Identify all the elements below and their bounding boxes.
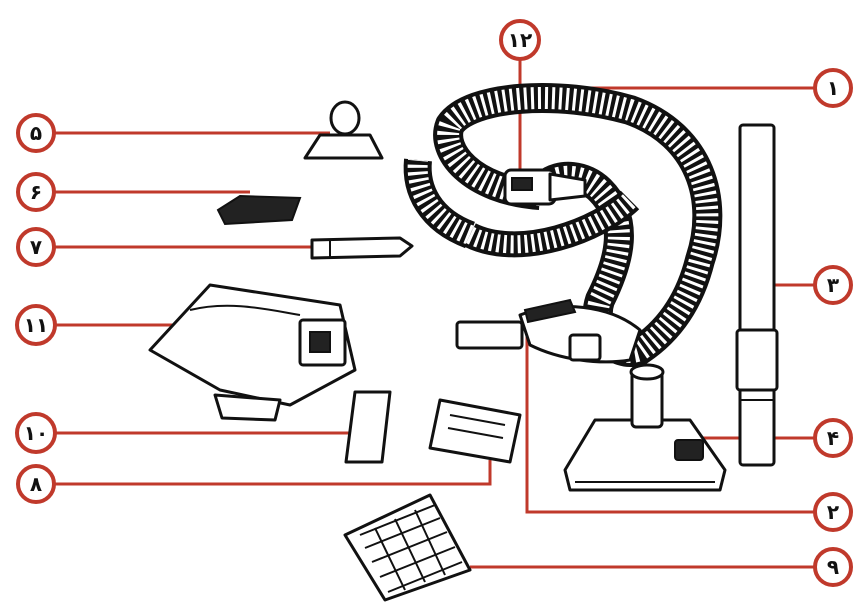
extension-tube-drawing — [737, 125, 777, 465]
callout-7: ٧ — [18, 229, 54, 265]
callout-3-label: ٣ — [827, 273, 839, 297]
callout-1-label: ١ — [827, 76, 839, 100]
filter-drawing — [346, 392, 390, 462]
callout-4-label: ۴ — [827, 426, 839, 450]
callout-11-label: ١١ — [24, 313, 48, 337]
callout-12: ١٢ — [501, 21, 539, 59]
filter-pad-drawing — [430, 400, 520, 462]
callout-8-label: ٨ — [30, 472, 42, 496]
exhaust-filter-drawing — [345, 495, 470, 600]
dust-bag-drawing — [150, 285, 355, 420]
brush-drawing — [218, 196, 300, 224]
upholstery-nozzle-drawing — [305, 102, 382, 158]
callout-12-label: ١٢ — [508, 28, 532, 52]
floor-nozzle-drawing — [565, 365, 725, 490]
callout-5-label: ۵ — [30, 121, 42, 145]
callout-6-label: ۶ — [30, 180, 42, 204]
crevice-tool-drawing — [312, 238, 412, 258]
callout-5: ۵ — [18, 115, 54, 151]
callout-3: ٣ — [815, 267, 851, 303]
callout-9: ٩ — [815, 549, 851, 585]
callout-7-label: ٧ — [30, 235, 42, 259]
callout-10-label: ١٠ — [24, 421, 48, 445]
callout-4: ۴ — [815, 420, 851, 456]
callout-11: ١١ — [17, 306, 55, 344]
callout-2: ٢ — [815, 494, 851, 530]
callout-2-label: ٢ — [827, 500, 839, 524]
callout-8: ٨ — [18, 466, 54, 502]
callout-9-label: ٩ — [827, 555, 839, 579]
leader-line-8 — [52, 460, 490, 484]
callout-10: ١٠ — [17, 414, 55, 452]
callout-6: ۶ — [18, 174, 54, 210]
callout-1: ١ — [815, 70, 851, 106]
